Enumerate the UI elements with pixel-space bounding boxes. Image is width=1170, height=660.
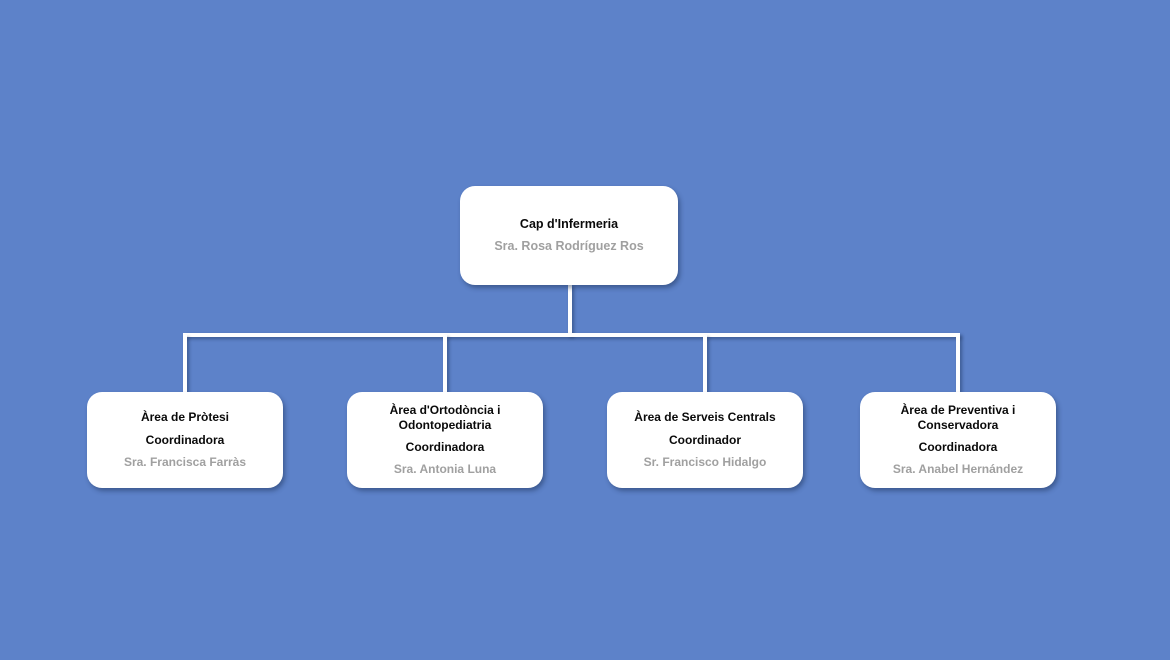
connector-drop-protesi — [183, 335, 187, 392]
node-role: Coordinadora — [145, 432, 225, 447]
org-node-serveis-centrals: Àrea de Serveis Centrals Coordinador Sr.… — [607, 392, 803, 488]
org-node-preventiva: Àrea de Preventiva i Conservadora Coordi… — [860, 392, 1056, 488]
node-role: Coordinador — [669, 432, 741, 447]
node-title: Àrea de Serveis Centrals — [634, 410, 776, 425]
node-person-name: Sra. Rosa Rodríguez Ros — [494, 238, 644, 253]
connector-drop-serveis — [703, 335, 707, 392]
node-title: Àrea de Pròtesi — [140, 410, 230, 425]
node-person-name: Sra. Antonia Luna — [393, 462, 497, 477]
org-node-protesi: Àrea de Pròtesi Coordinadora Sra. Franci… — [87, 392, 283, 488]
node-title: Àrea de Preventiva i Conservadora — [900, 402, 1016, 432]
node-person-name: Sra. Anabel Hernández — [892, 462, 1024, 477]
node-role: Coordinadora — [918, 440, 998, 455]
connector-horizontal-rail — [183, 333, 960, 337]
node-title: Cap d'Infermeria — [519, 216, 619, 231]
connector-root-stub — [568, 284, 572, 336]
connector-drop-ortodoncia — [443, 335, 447, 392]
org-node-root: Cap d'Infermeria Sra. Rosa Rodríguez Ros — [460, 186, 678, 285]
node-person-name: Sr. Francisco Hidalgo — [643, 454, 767, 469]
connector-drop-preventiva — [956, 335, 960, 392]
node-title: Àrea d'Ortodòncia i Odontopediatria — [389, 402, 501, 432]
node-role: Coordinadora — [405, 440, 485, 455]
node-person-name: Sra. Francisca Farràs — [123, 454, 247, 469]
org-node-ortodoncia: Àrea d'Ortodòncia i Odontopediatria Coor… — [347, 392, 543, 488]
